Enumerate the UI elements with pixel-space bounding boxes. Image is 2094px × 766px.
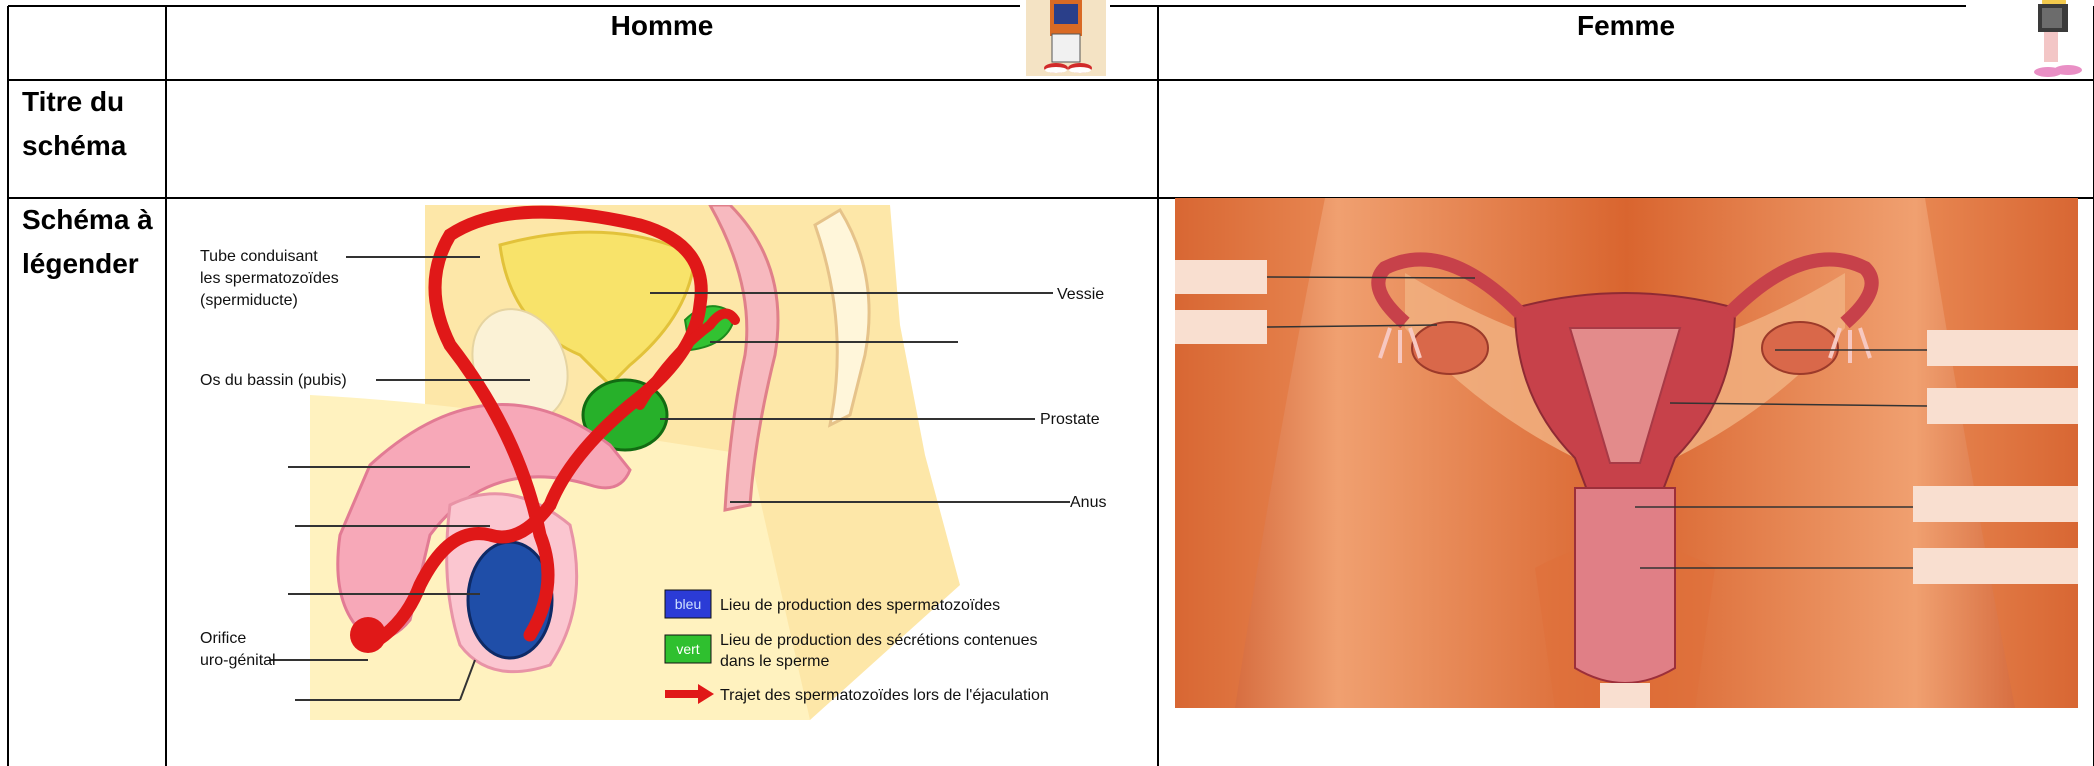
row-label-schema-line2: légender — [22, 242, 153, 286]
legend-text-green-line2: dans le sperme — [720, 653, 829, 670]
label-box-left-2[interactable] — [1175, 310, 1267, 344]
label-vessie: Vessie — [1057, 286, 1104, 303]
label-orifice-line1: Orifice — [200, 630, 246, 647]
label-box-right-4[interactable] — [1913, 548, 2078, 584]
male-reproductive-diagram: Tube conduisant les spermatozoïdes (sper… — [190, 205, 1120, 720]
label-box-right-3[interactable] — [1913, 486, 2078, 522]
vaginal-opening — [1600, 683, 1650, 708]
row-label-schema-line1: Schéma à — [22, 198, 153, 242]
label-pubis: Os du bassin (pubis) — [200, 372, 347, 389]
label-tube-line3: (spermiducte) — [200, 292, 298, 309]
row-label-titre: Titre du schéma — [22, 80, 126, 168]
title-cell-female[interactable] — [1160, 82, 2092, 196]
vagina-shape — [1575, 488, 1675, 683]
header-female: Femme — [1158, 10, 2094, 42]
legend-swatch-green-text: vert — [676, 641, 699, 657]
row-label-schema: Schéma à légender — [22, 198, 153, 286]
row-label-titre-line1: Titre du — [22, 80, 126, 124]
legend-swatch-blue-text: bleu — [675, 596, 701, 612]
legend-text-arrow: Trajet des spermatozoïdes lors de l'éjac… — [720, 687, 1049, 704]
row-label-titre-line2: schéma — [22, 124, 126, 168]
label-tube-line2: les spermatozoïdes — [200, 270, 339, 287]
label-box-left-1[interactable] — [1175, 260, 1267, 294]
label-prostate: Prostate — [1040, 411, 1100, 428]
title-cell-male[interactable] — [168, 82, 1156, 196]
ovary-left — [1412, 322, 1488, 374]
female-reproductive-diagram — [1175, 198, 2078, 708]
legend-text-green-line1: Lieu de production des sécrétions conten… — [720, 632, 1038, 649]
label-tube-line1: Tube conduisant — [200, 248, 318, 265]
legend-text-blue: Lieu de production des spermatozoïdes — [720, 597, 1000, 614]
label-orifice-line2: uro-génital — [200, 652, 276, 669]
label-box-right-1[interactable] — [1927, 330, 2078, 366]
ovary-right — [1762, 322, 1838, 374]
boy-cartoon-icon — [1024, 0, 1108, 76]
girl-cartoon-icon — [2008, 0, 2092, 78]
glans-shape — [350, 617, 386, 653]
header-male: Homme — [166, 10, 1158, 42]
label-anus: Anus — [1070, 494, 1106, 511]
label-box-right-2[interactable] — [1927, 388, 2078, 424]
